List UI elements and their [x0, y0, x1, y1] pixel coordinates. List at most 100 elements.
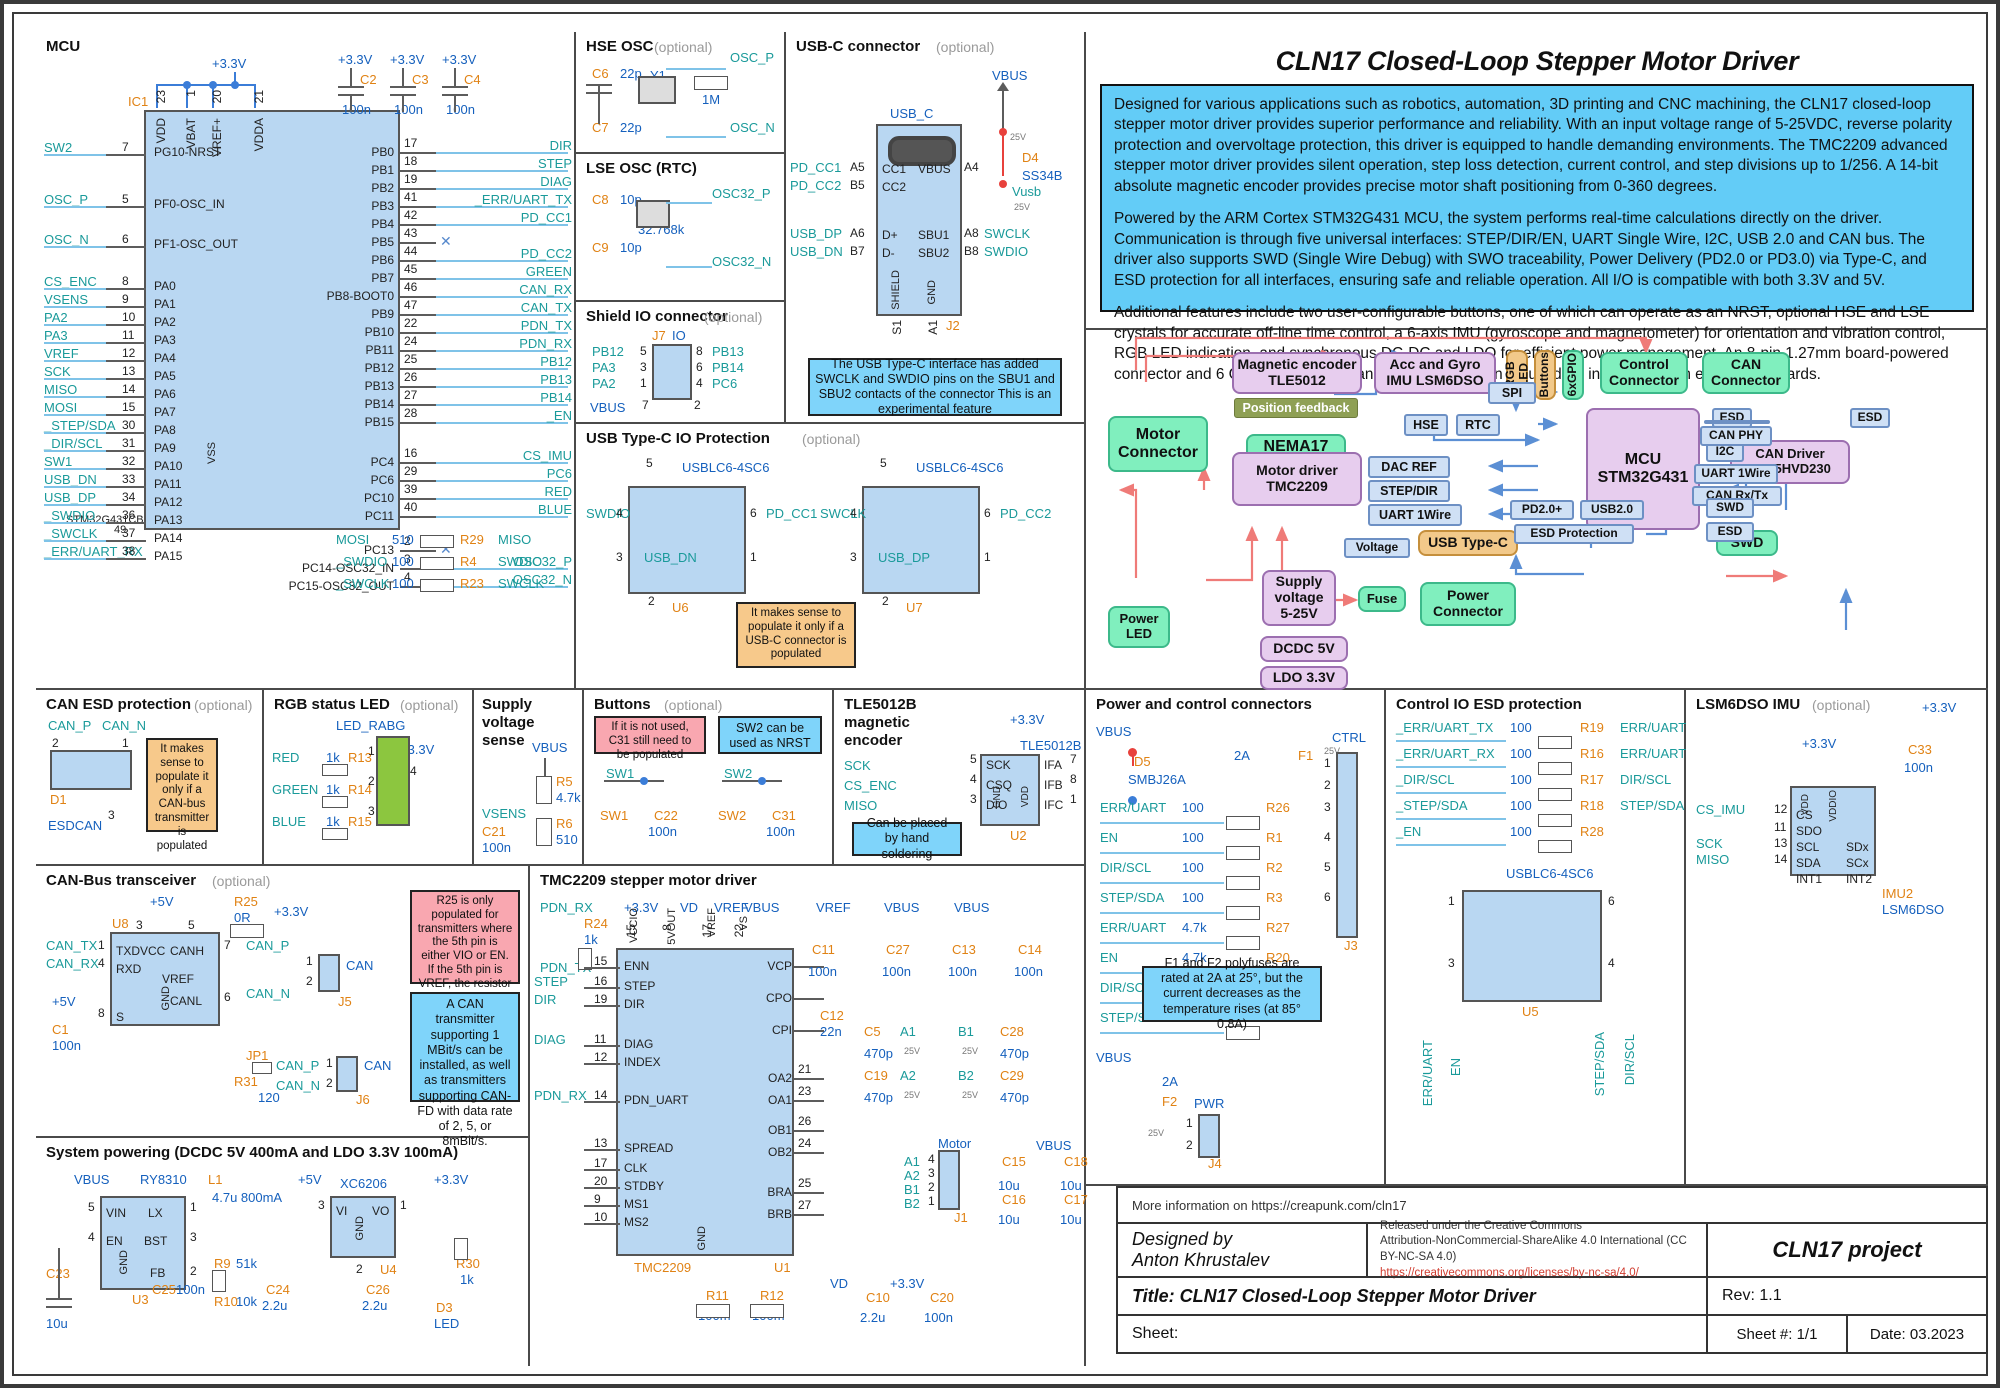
buttons-sw1-net: SW1: [606, 766, 635, 781]
usb-protection-block: USB Type-C IO Protection (optional) USBL…: [576, 424, 1086, 690]
swd-right-0: MISO: [498, 532, 532, 547]
mcu-right-net-10: PDN_TX: [520, 318, 572, 333]
u6-net-usbdn: USB_DN: [644, 550, 697, 565]
imu-c33: C33: [1908, 742, 1932, 757]
header-block: CLN17 Closed-Loop Stepper Motor Driver D…: [1086, 32, 1988, 383]
mcu-right-pinnum-9: 47: [404, 298, 418, 312]
swd-val-0: 510: [392, 532, 414, 547]
bd-fuse: Fuse: [1358, 586, 1406, 612]
bd-magnetic-encoder: Magnetic encoder TLE5012: [1232, 352, 1362, 394]
ctrlesd-ref-1: R16: [1580, 746, 1604, 761]
swd-right-1: SWDIO: [498, 554, 543, 569]
mcu-left-pinnum-16: 36: [122, 508, 136, 522]
usbc-title: USB-C connector: [796, 38, 921, 55]
mcu-left-pinname-17: PA14: [154, 531, 183, 545]
ctrlesd-right-3: STEP/SDA: [1620, 798, 1685, 813]
mcu-left-pinnum-18: 38: [122, 544, 136, 558]
tmc-left-pinnum-1: 16: [594, 974, 608, 988]
mcu-left-pinnum-15: 34: [122, 490, 136, 504]
bd-spacer: [1704, 420, 1770, 424]
mcu-right-pinname-13: PB13: [364, 379, 394, 393]
ctrl-esd-vnet-1: EN: [1448, 1058, 1463, 1077]
mcu-right-pinnum-3: 41: [404, 190, 418, 204]
mcu-left-net-11: _STEP/SDA: [44, 418, 116, 433]
pwrconn-val-2: 100: [1182, 860, 1204, 875]
pwrconn-ref-5: R20: [1266, 950, 1290, 965]
mcu-right-pinname-6: PB6: [371, 253, 394, 267]
usbc-ref: USB_C: [890, 106, 934, 121]
rgb-net-red: RED: [272, 750, 300, 765]
imu-part: LSM6DSO: [1882, 902, 1945, 917]
u7-part: USBLC6-4SC6: [916, 460, 1004, 475]
mcu-left-pinname-16: PA13: [154, 513, 183, 527]
mcu-right-pinnum-4: 42: [404, 208, 418, 222]
powering-33v: +3.3V: [434, 1172, 469, 1187]
can-tr-net-canh: CAN_P: [246, 938, 290, 953]
tmc-left-net-3: DIAG: [534, 1032, 566, 1047]
mcu-left-pinnum-8: 13: [122, 364, 136, 378]
powering-5v: +5V: [298, 1172, 322, 1187]
pwrconn-net-3: STEP/SDA: [1100, 890, 1165, 905]
powering-title: System powering (DCDC 5V 400mA and LDO 3…: [46, 1144, 459, 1161]
ctrlesd-ref-0: R19: [1580, 720, 1604, 735]
mcu-left-net-0: SW2: [44, 140, 73, 155]
mcu-right-net-16: CS_IMU: [522, 448, 572, 463]
ctrlesd-left-3: _STEP/SDA: [1396, 798, 1468, 813]
mcu-right-pinname-21: PC14-OSC32_IN: [301, 561, 394, 575]
mcu-left-pinnum-4: 9: [122, 292, 129, 306]
mcu-left-pinnum-2: 6: [122, 232, 129, 246]
bd-label-dac-ref: DAC REF: [1368, 456, 1450, 478]
pwrconn-net-1: EN: [1100, 830, 1119, 845]
hse-c7-ref: C7: [592, 120, 609, 135]
hse-net-p: OSC_P: [730, 50, 775, 65]
tmc-rail-vd: VD: [680, 900, 699, 915]
tmc-left-pinname-2: DIR: [624, 997, 645, 1011]
powering-c26: C26: [366, 1282, 390, 1297]
powering-c25: C25: [152, 1282, 176, 1297]
imu-net-sck: SCK: [1696, 836, 1723, 851]
tle5012-title: TLE5012B magnetic encoder: [844, 696, 917, 749]
mcu-right-pinname-1: PB1: [371, 163, 394, 177]
rgb-led-block: RGB status LED (optional) LED_RABG +3.3V…: [264, 690, 474, 866]
ctrl-esd-title: Control IO ESD protection: [1396, 696, 1582, 713]
designed-by-label: Designed by: [1132, 1229, 1233, 1249]
shield-io-left-0: PB12: [592, 344, 624, 359]
usbc-left-0-net: PD_CC1: [790, 160, 842, 175]
bd-label-spi: SPI: [1488, 382, 1536, 404]
license-url[interactable]: https://creativecommons.org/licenses/by-…: [1380, 1266, 1639, 1279]
tmc-left-net-2: DIR: [534, 992, 557, 1007]
ctrlesd-left-2: _DIR/SCL: [1396, 772, 1455, 787]
mcu-refdes: IC1: [128, 94, 149, 109]
vsense-c21: C21: [482, 824, 506, 839]
pwrconn-val-5: 4.7k: [1182, 950, 1207, 965]
vsense-block: Supply voltage sense VBUS R5 4.7k VSENS …: [474, 690, 584, 866]
vsense-net: VSENS: [482, 806, 527, 821]
tmc-motor-label: Motor: [938, 1136, 972, 1151]
can-tr-rail: +5V: [150, 894, 174, 909]
ctrl-esd-ref: U5: [1522, 1004, 1539, 1019]
pwrconn-j4-ref: J4: [1208, 1156, 1222, 1171]
tle5012-net-csenc: CS_ENC: [844, 778, 897, 793]
usb-protection-title: USB Type-C IO Protection: [586, 430, 770, 447]
can-esd-optional: (optional): [194, 697, 253, 713]
mcu-right-net-3: _ERR/UART_TX: [474, 192, 572, 207]
shield-io-right-2: PC6: [712, 376, 738, 391]
mcu-right-net-21: OSC32_P: [513, 554, 572, 569]
mcu-left-net-7: VREF: [44, 346, 79, 361]
tmc-rail-vref: VREF: [714, 900, 749, 915]
rgb-r13: R13: [348, 750, 372, 765]
mcu-left-net-1: OSC_P: [44, 192, 89, 207]
license-line-1: Released under the Creative Commons: [1380, 1219, 1582, 1232]
powering-c24: C24: [266, 1282, 290, 1297]
mcu-right-pinname-3: PB3: [371, 199, 394, 213]
imu-rail: +3.3V: [1802, 736, 1837, 751]
tle5012-block: TLE5012B magnetic encoder +3.3V TLE5012B…: [834, 690, 1086, 866]
tmc-left-pinname-3: DIAG: [624, 1037, 654, 1051]
ctrlesd-left-1: _ERR/UART_RX: [1396, 746, 1495, 761]
mcu-right-pinnum-15: 28: [404, 406, 418, 420]
